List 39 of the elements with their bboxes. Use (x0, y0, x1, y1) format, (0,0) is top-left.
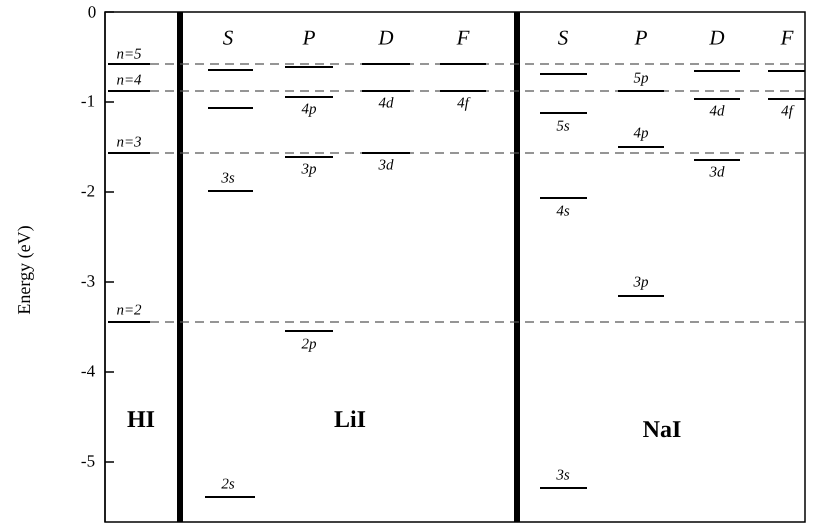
level-label: 4f (457, 96, 469, 112)
level-label: n=4 (116, 74, 142, 88)
level-label: 3s (221, 172, 235, 186)
level-label: 5p (634, 72, 648, 86)
column-header: S (222, 28, 234, 48)
level-label: 4s (556, 204, 570, 220)
column-header: F (780, 28, 794, 48)
column-header: D (709, 28, 725, 48)
tick-label: -5 (80, 452, 96, 470)
level-label: n=3 (116, 136, 142, 150)
level-label: 4p (302, 102, 316, 118)
tick-label: -3 (80, 272, 96, 290)
level-label: 4d (378, 96, 394, 112)
tick-label: 0 (88, 4, 96, 20)
axis-title: Energy (eV) (15, 225, 33, 315)
column-header: S (558, 28, 568, 48)
column-header: P (302, 28, 316, 48)
column-header: D (378, 28, 394, 48)
tick-label: -4 (80, 362, 96, 380)
level-label: 4p (634, 126, 648, 142)
column-header: F (456, 28, 470, 48)
level-label: 2s (221, 478, 235, 492)
level-label: 2p (302, 338, 316, 352)
panel-title: HI (127, 408, 155, 432)
level-label: n=2 (116, 304, 142, 318)
tick-label: -1 (80, 92, 96, 110)
level-label: 3d (378, 158, 394, 174)
level-label: 4d (710, 104, 724, 120)
level-label: 5s (556, 120, 570, 134)
level-label: n=5 (116, 48, 142, 62)
panel-title: LiI (334, 408, 366, 432)
level-label: 3p (302, 162, 316, 178)
level-label: 3s (556, 468, 570, 484)
tick-label: -2 (80, 182, 96, 200)
level-label: 4f (781, 104, 793, 120)
level-label: 3d (710, 166, 724, 180)
column-header: P (634, 28, 648, 48)
panel-title: NaI (642, 418, 682, 442)
level-label: 3p (634, 276, 648, 290)
